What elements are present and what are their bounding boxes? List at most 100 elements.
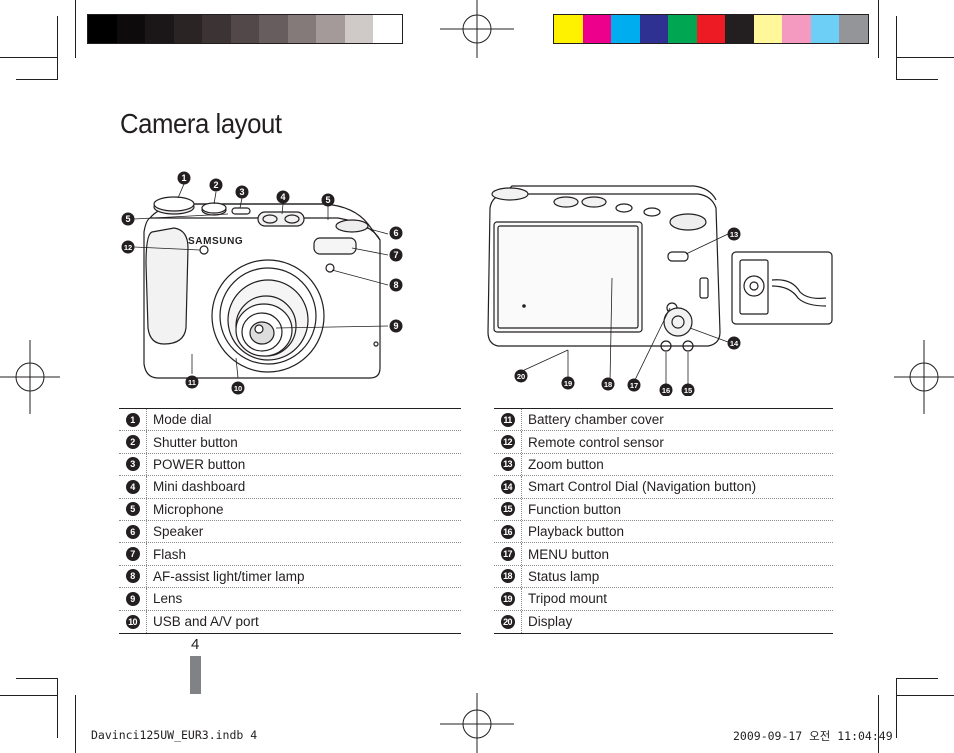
callout-number-badge: 18 [500, 569, 515, 584]
callout-number-badge: 19 [500, 591, 515, 606]
callout-marker [659, 383, 673, 396]
callout-marker [321, 193, 335, 207]
legend-row: 2 Shutter button [119, 431, 461, 454]
crop-mark [75, 695, 76, 753]
callout-number-badge: 4 [125, 479, 140, 494]
crop-mark [16, 678, 58, 679]
legend-label: Remote control sensor [528, 434, 664, 450]
crop-mark [0, 57, 58, 58]
callout-marker [235, 185, 249, 199]
crop-mark [896, 695, 954, 696]
callout-number: 15 [684, 386, 692, 395]
legend-number-cell: 10 [119, 610, 147, 633]
crop-mark [0, 695, 58, 696]
callout-number: 5 [125, 214, 130, 224]
legend-number-cell: 12 [494, 431, 522, 453]
color-swatch [373, 15, 402, 43]
callout-number: 17 [630, 381, 638, 390]
legend-label: AF-assist light/timer lamp [153, 568, 305, 584]
page-tab [190, 656, 201, 694]
legend-label: USB and A/V port [153, 614, 259, 630]
legend-label: Flash [153, 546, 187, 562]
callout-number: 14 [730, 339, 739, 348]
color-swatch [88, 15, 117, 43]
legend-row: 20 Display [494, 610, 833, 633]
color-swatch [344, 15, 373, 43]
callout-number-badge: 13 [500, 457, 515, 472]
callout-number: 8 [393, 280, 398, 290]
crop-mark [57, 678, 58, 738]
legend-number-cell: 14 [494, 476, 522, 498]
callout-number-badge: 16 [500, 524, 515, 539]
callout-marker [681, 383, 695, 396]
color-swatch [287, 15, 316, 43]
callout-number-badge: 11 [500, 412, 515, 427]
legend-label: Zoom button [528, 456, 604, 472]
color-swatch [696, 15, 725, 43]
callout-number-badge: 2 [125, 435, 140, 450]
color-swatch [668, 15, 697, 43]
legend-number-cell: 5 [119, 498, 147, 520]
callout-marker [514, 369, 528, 383]
callout-number-badge: 20 [500, 614, 515, 629]
callout-number-badge: 17 [500, 547, 515, 562]
callout-number-badge: 6 [125, 524, 140, 539]
legend-number-cell: 7 [119, 543, 147, 565]
legend-label: Mode dial [153, 412, 212, 428]
legend-number-cell: 17 [494, 543, 522, 565]
color-swatch [611, 15, 640, 43]
legend-number-cell: 8 [119, 565, 147, 588]
registration-mark [0, 340, 60, 414]
callout-marker [389, 278, 403, 292]
legend-number-cell: 15 [494, 498, 522, 520]
legend-row: 7 Flash [119, 543, 461, 566]
legend-number-cell: 20 [494, 610, 522, 633]
callout-number: 10 [234, 384, 242, 393]
callout-marker [276, 190, 290, 204]
legend-row: 13 Zoom button [494, 453, 833, 477]
slug-file: Davinci125UW_EUR3.indb 4 [91, 728, 258, 742]
callout-number: 2 [213, 180, 218, 190]
color-swatch [782, 15, 811, 43]
registration-mark [440, 0, 514, 58]
legend-row: 8 AF-assist light/timer lamp [119, 565, 461, 589]
crop-mark [75, 0, 76, 58]
color-swatch [810, 15, 839, 43]
callout-marker [209, 178, 223, 192]
legend-label: Tripod mount [528, 591, 608, 607]
legend-row: 12 Remote control sensor [494, 431, 833, 454]
callout-marker [389, 226, 403, 240]
crop-mark [896, 678, 897, 738]
legend-number-cell: 16 [494, 520, 522, 543]
callout-number: 16 [662, 386, 670, 395]
page-number: 4 [191, 636, 200, 653]
legend-label: Battery chamber cover [528, 412, 664, 428]
legend-label: Speaker [153, 524, 204, 540]
legend-number-cell: 6 [119, 520, 147, 543]
callout-number: 7 [393, 250, 398, 260]
color-swatch [145, 15, 174, 43]
color-swatch [230, 15, 259, 43]
color-swatch [259, 15, 288, 43]
legend-label: Shutter button [153, 434, 238, 450]
callout-number: 4 [280, 192, 285, 202]
crop-mark [878, 695, 879, 753]
legend-number-cell: 4 [119, 476, 147, 498]
legend-row: 11 Battery chamber cover [494, 409, 833, 432]
callout-number-badge: 7 [125, 547, 140, 562]
crop-mark [16, 79, 58, 80]
legend-number-cell: 18 [494, 565, 522, 588]
legend-label: Display [528, 614, 573, 630]
callout-marker [185, 375, 199, 389]
